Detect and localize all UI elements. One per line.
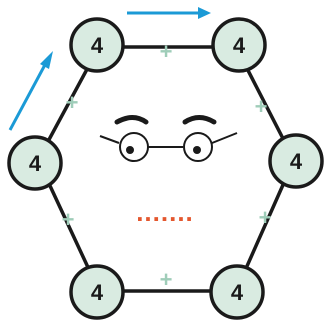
vertex-node-top-left: 4 — [69, 17, 125, 73]
vertex-value: 4 — [231, 280, 244, 305]
plus-icon: + — [66, 90, 79, 115]
vertex-value: 4 — [233, 33, 246, 58]
edge-operators: + + + + + + — [62, 39, 272, 292]
arrow-right-icon — [127, 7, 211, 19]
glasses-icon — [99, 132, 238, 162]
direction-arrows — [8, 7, 211, 131]
answer-placeholder: ....... — [136, 197, 194, 227]
plus-icon: + — [255, 94, 268, 119]
plus-icon: + — [160, 39, 173, 64]
vertex-node-left: 4 — [7, 135, 63, 191]
vertex-value: 4 — [91, 280, 104, 305]
vertex-node-right: 4 — [268, 133, 324, 189]
left-eyebrow-icon — [114, 115, 149, 125]
hexagon-outline — [36, 45, 296, 293]
vertex-value: 4 — [29, 151, 42, 176]
face-illustration: ....... — [99, 115, 238, 227]
vertex-value: 4 — [91, 33, 104, 58]
right-eyebrow-icon — [182, 115, 217, 125]
arrow-up-right-icon — [8, 51, 53, 131]
vertex-value: 4 — [290, 149, 303, 174]
vertex-node-top-right: 4 — [211, 17, 267, 73]
plus-icon: + — [62, 207, 75, 232]
vertex-node-bottom-right: 4 — [209, 264, 265, 320]
plus-icon: + — [259, 205, 272, 230]
plus-icon: + — [160, 267, 173, 292]
vertex-node-bottom-left: 4 — [69, 264, 125, 320]
